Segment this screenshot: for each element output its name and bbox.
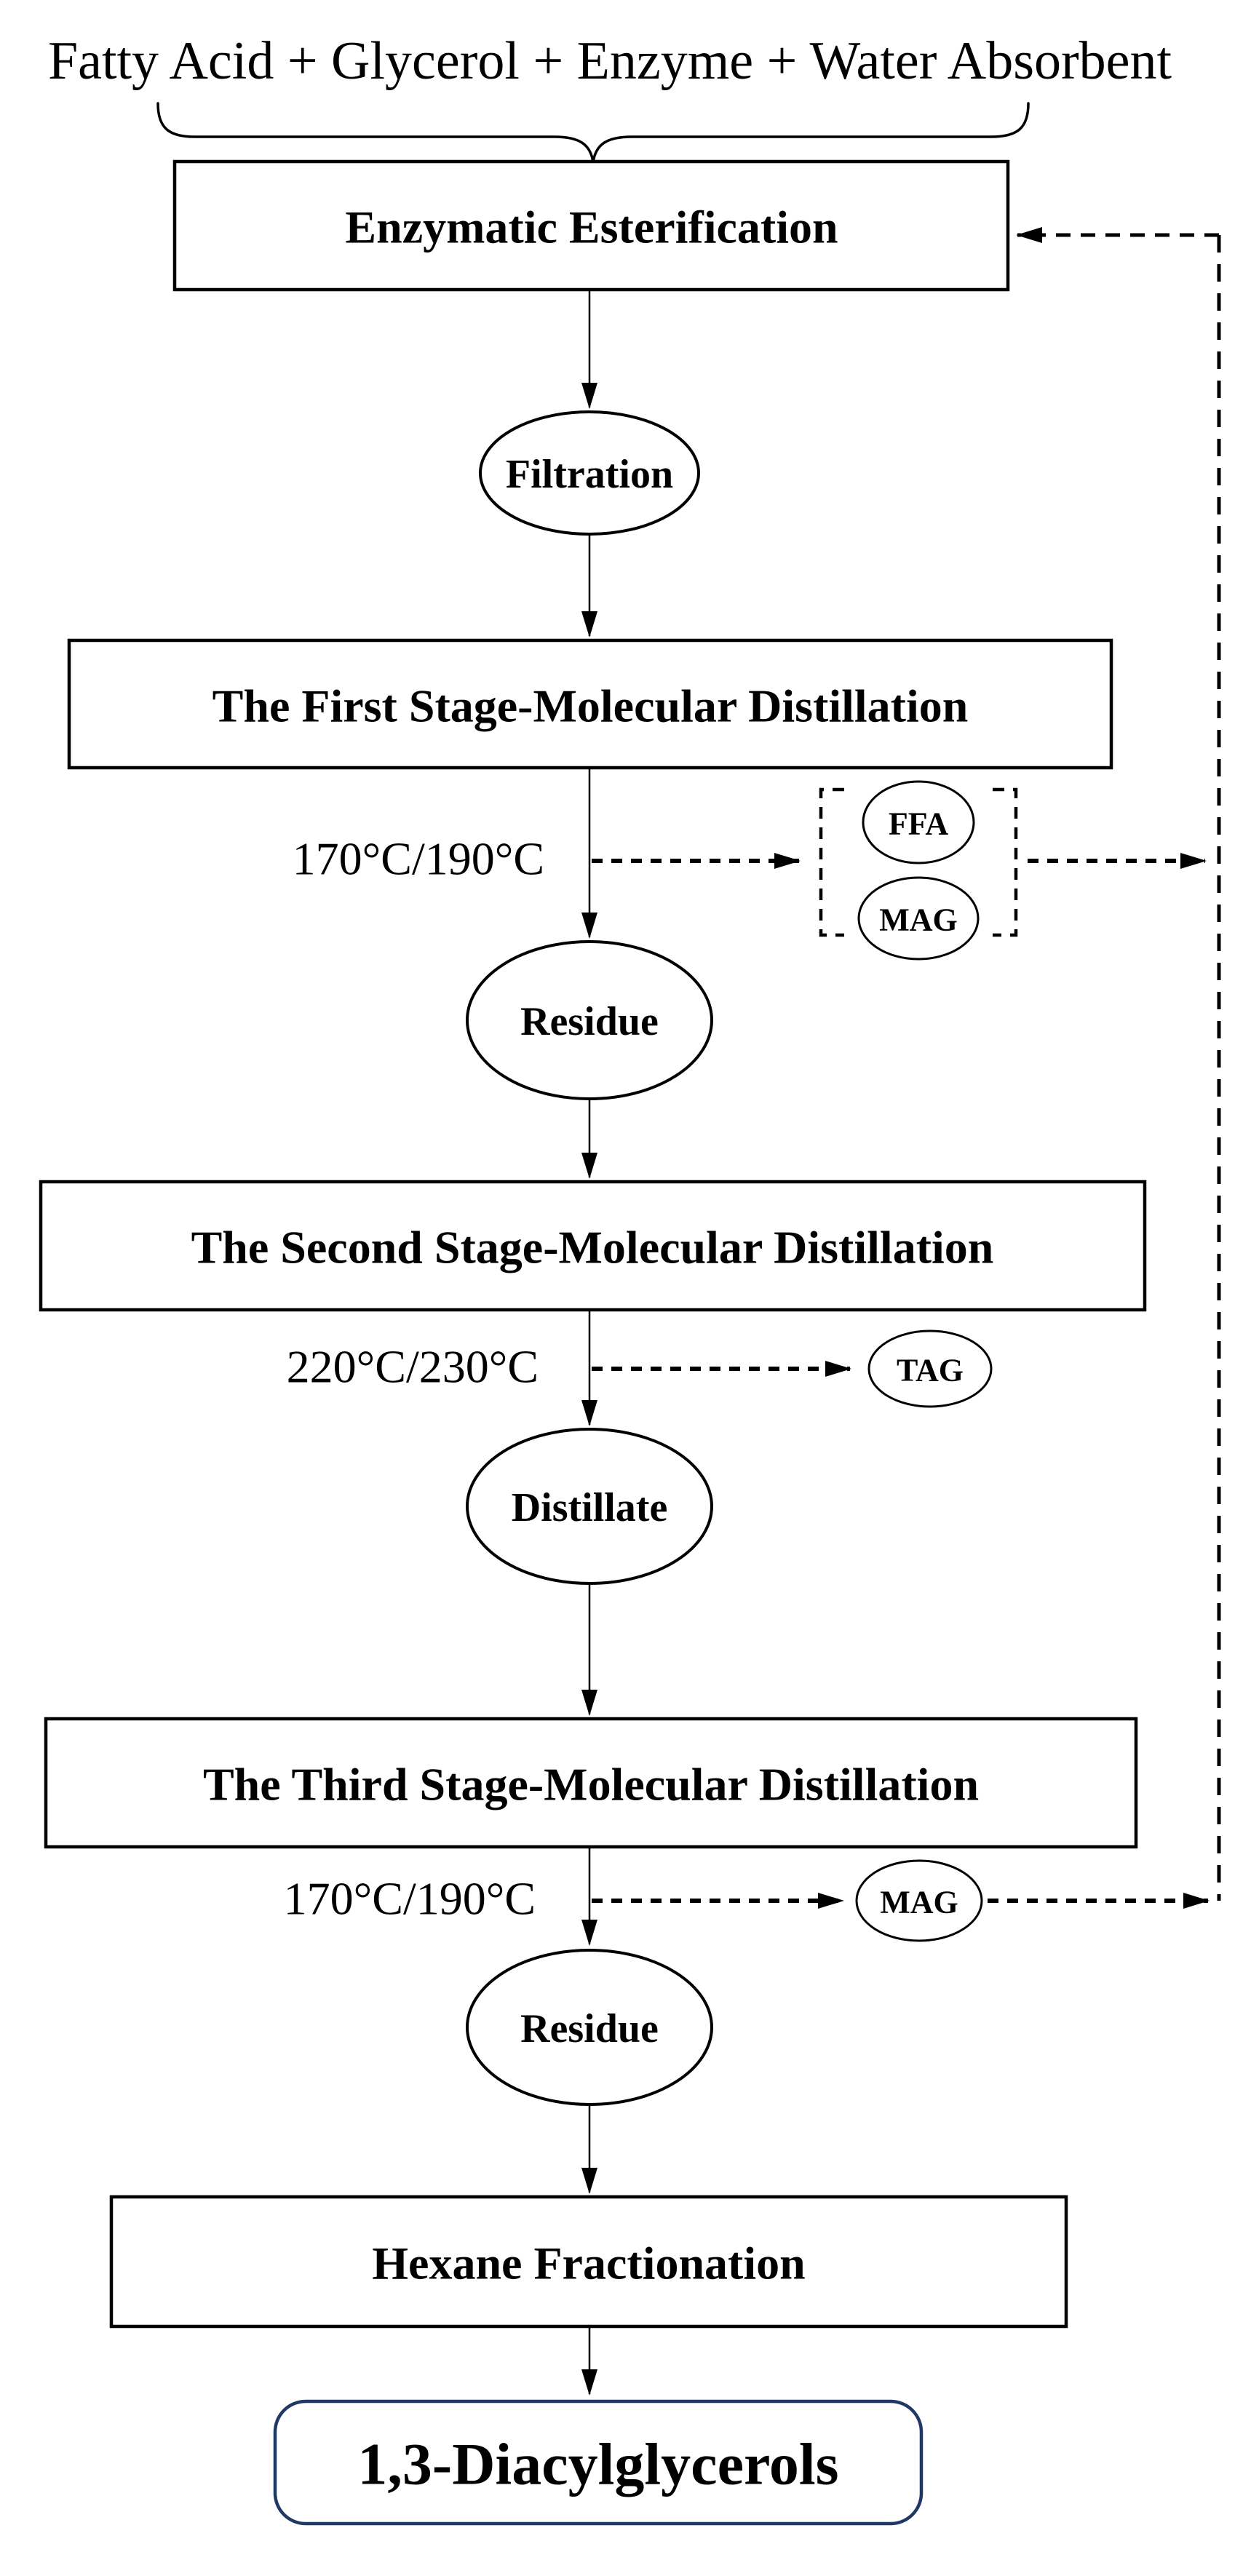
mag1-label: MAG: [879, 902, 958, 938]
hexane-box: [109, 2195, 1068, 2329]
stage1-label: The First Stage-Molecular Distillation: [213, 680, 969, 732]
diagram-lines-and-shapes: [39, 102, 1221, 2526]
distillate-label: Distillate: [512, 1485, 668, 1530]
stage2-temp-label: 220°C/230°C: [287, 1341, 539, 1393]
stage1-box: [67, 638, 1113, 770]
stage1-temp-label: 170°C/190°C: [293, 833, 544, 885]
tag-label: TAG: [897, 1353, 964, 1388]
product-label: 1,3-Diacylglycerols: [357, 2431, 838, 2497]
esterification-label: Enzymatic Esterification: [345, 202, 838, 253]
stage2-label: The Second Stage-Molecular Distillation: [191, 1222, 994, 1273]
stage3-box: [44, 1717, 1138, 1849]
esterification-box: [172, 159, 1010, 292]
ffa-label: FFA: [889, 806, 948, 842]
stage2-box: [39, 1180, 1147, 1312]
residue2-ellipse: [466, 1949, 713, 2106]
reagents-brace: [156, 102, 1030, 164]
hexane-label: Hexane Fractionation: [372, 2238, 805, 2289]
tag-ellipse: [867, 1329, 993, 1408]
product-box: [273, 2399, 924, 2526]
mag2-label: MAG: [880, 1885, 958, 1920]
bracket-right-dashed: [993, 787, 1018, 937]
reagents-label: Fatty Acid + Glycerol + Enzyme + Water A…: [48, 31, 1172, 91]
mag2-ellipse: [855, 1859, 983, 1942]
stage3-label: The Third Stage-Molecular Distillation: [203, 1759, 979, 1810]
filtration-label: Filtration: [506, 452, 673, 497]
diagram-labels: Fatty Acid + Glycerol + Enzyme + Water A…: [48, 31, 1172, 2497]
residue1-label: Residue: [520, 999, 659, 1044]
bracket-left-dashed: [819, 787, 844, 937]
mag1-ellipse: [857, 876, 980, 961]
residue1-ellipse: [466, 940, 713, 1100]
residue2-label: Residue: [520, 2006, 659, 2051]
stage3-temp-label: 170°C/190°C: [284, 1873, 536, 1925]
distillate-ellipse: [466, 1428, 713, 1585]
filtration-ellipse: [479, 410, 700, 536]
ffa-ellipse: [862, 780, 975, 864]
